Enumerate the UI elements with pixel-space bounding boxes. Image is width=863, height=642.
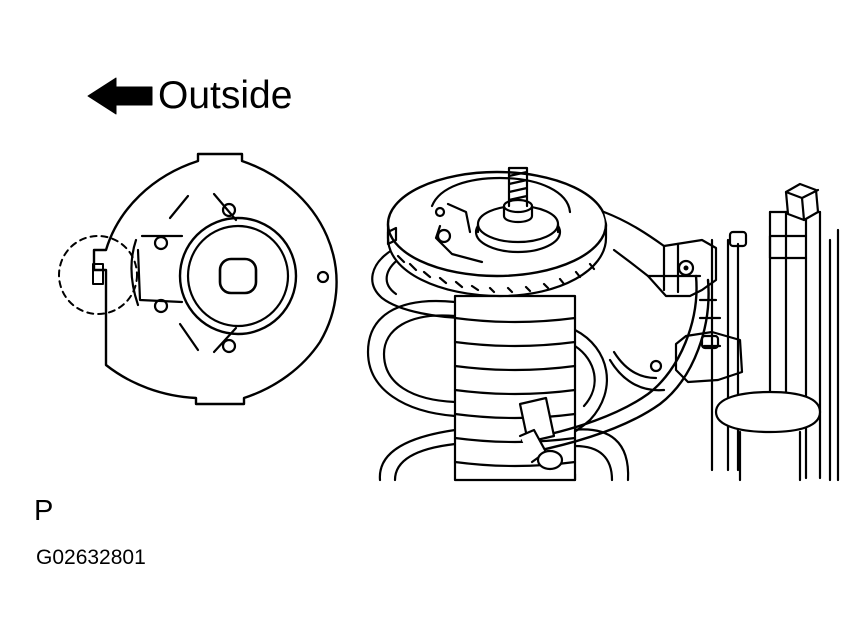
view-letter: P [34,495,54,527]
disc-bolt [434,206,446,218]
strut-clamp [768,234,808,260]
arm-bolt [649,359,663,373]
mount-hub-outer [178,216,298,336]
arrow-left-icon [87,77,153,115]
coil-segment [573,444,614,482]
damper-rib [453,316,577,468]
figure-code: G02632801 [36,546,146,569]
knuckle-bracket-lower [674,330,744,384]
plate-spoke-bottom [178,322,238,354]
coil-middle-front [382,314,457,404]
compressor-hook-curve [530,278,710,454]
coil-segment [378,428,457,482]
support-plate-outline [92,152,338,406]
knuckle-arm [608,350,666,392]
compressor-hook-end [518,396,556,444]
strut-rod [768,210,822,480]
upper-support-top-view [58,152,338,406]
bracket-bolt-center [683,265,689,271]
bracket-tube [710,238,740,472]
damper-body [453,294,577,482]
disc-inner-ring [430,176,572,214]
disc-bracket [434,202,484,264]
coil-segment [570,428,630,482]
mount-hub-inner [186,224,290,328]
rod-edge [828,228,840,482]
disc-slot [386,226,398,246]
strut-assembly [366,166,840,482]
coil-middle-front [366,299,457,418]
compressor-hook-pin [536,449,564,471]
notch-highlight-circle [58,235,138,315]
compressor-hook-curve [520,274,698,442]
coil-top [371,248,470,320]
nut [502,204,534,224]
disc-bolt [436,228,452,244]
alignment-notch [92,263,104,285]
plate-hole [316,270,330,284]
nut-top [502,198,534,214]
plate-hole [153,298,169,314]
plate-hole [221,338,237,354]
stud-shaft [507,166,529,208]
direction-label: Outside [158,74,293,117]
plate-hole [221,202,237,218]
tube-lug [728,230,748,248]
plate-rib-left [130,238,140,307]
rod-collar-lower [738,430,802,482]
coil-middle-back [573,344,596,408]
center-nut-hole [218,257,258,295]
coil-segment [393,442,457,482]
support-disc-serrations [396,254,596,294]
hex-bolt-face [784,188,820,222]
plate-hole [153,235,169,251]
plate-spoke-left [136,234,184,304]
knuckle-bracket-upper [602,210,718,298]
rod-collar [714,390,822,434]
